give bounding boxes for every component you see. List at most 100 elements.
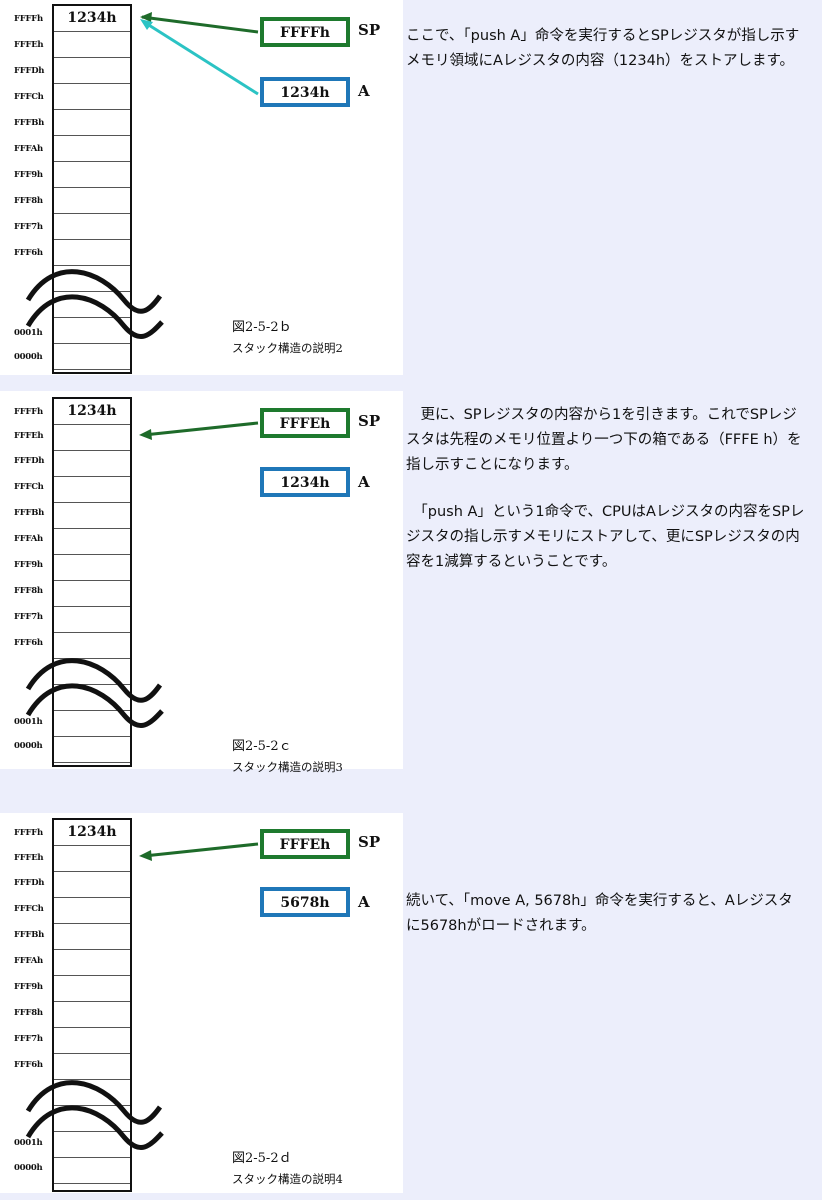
figure-caption: 図2-5-2ｄ スタック構造の説明4 [232, 1149, 343, 1189]
memory-stack: 1234h [52, 4, 132, 374]
address-label: FFF8h [14, 196, 43, 206]
sp-register-box: FFFEh [260, 408, 350, 438]
address-label: FFFFh [14, 407, 43, 417]
address-label: FFFFh [14, 14, 43, 24]
memory-cell [54, 84, 130, 110]
memory-cell [54, 924, 130, 950]
figure-number: 図2-5-2ｃ [232, 739, 292, 754]
memory-cell [54, 607, 130, 633]
memory-cell [54, 344, 130, 370]
address-label: FFFFh [14, 828, 43, 838]
address-label: FFF6h [14, 1060, 43, 1070]
memory-cell [54, 214, 130, 240]
a-register-label: A [358, 893, 370, 911]
address-label: FFF9h [14, 170, 43, 180]
figure-title: スタック構造の説明2 [232, 341, 343, 355]
stack-diagram: FFFFh FFFEh FFFDh FFFCh FFFBh FFFAh FFF9… [0, 813, 403, 1193]
address-label: 0001h [14, 717, 43, 727]
break-wave-lower [25, 683, 164, 728]
address-label: FFF7h [14, 612, 43, 622]
address-label: FFFEh [14, 431, 44, 441]
address-label: FFFDh [14, 878, 45, 888]
address-label: FFF8h [14, 1008, 43, 1018]
memory-cell [54, 846, 130, 872]
address-label: FFFAh [14, 144, 43, 154]
memory-cell [54, 633, 130, 659]
sp-pointer-arrow [141, 15, 259, 34]
memory-cell [54, 1132, 130, 1158]
memory-cell [54, 1106, 130, 1132]
a-store-arrow [143, 20, 259, 96]
a-register-box: 1234h [260, 467, 350, 497]
address-label: FFF9h [14, 982, 43, 992]
memory-cell [54, 898, 130, 924]
paragraph: 更に、SPレジスタの内容から1を引きます。これでSPレジスタは先程のメモリ位置よ… [406, 407, 802, 473]
panel-stack-push-decrement: FFFFh FFFEh FFFDh FFFCh FFFBh FFFAh FFF9… [0, 391, 822, 774]
address-label: FFFAh [14, 956, 43, 966]
figure-number: 図2-5-2ｂ [232, 320, 292, 335]
memory-cell [54, 1002, 130, 1028]
memory-cell [54, 1054, 130, 1080]
figure-number: 図2-5-2ｄ [232, 1151, 292, 1166]
panel-stack-push-store: FFFFh FFFEh FFFDh FFFCh FFFBh FFFAh FFF9… [0, 0, 822, 380]
memory-cell [54, 58, 130, 84]
address-label: FFFDh [14, 456, 45, 466]
memory-cell [54, 1080, 130, 1106]
memory-cell [54, 872, 130, 898]
a-register-box: 1234h [260, 77, 350, 107]
explanation-text: 続いて、「move A, 5678h」命令を実行すると、Aレジスタに5678hが… [406, 889, 806, 939]
break-wave-lower [25, 1105, 164, 1150]
break-wave-lower [25, 294, 164, 339]
memory-cell [54, 425, 130, 451]
break-wave-upper [25, 658, 163, 703]
address-label: FFFBh [14, 930, 44, 940]
memory-cell [54, 110, 130, 136]
sp-pointer-arrow [143, 842, 259, 858]
memory-cell [54, 292, 130, 318]
memory-cell [54, 555, 130, 581]
address-label: FFFEh [14, 40, 44, 50]
paragraph: 「push A」という1命令で、CPUはAレジスタの内容をSPレジスタの指し示す… [406, 504, 805, 570]
stack-break-wave [25, 421, 259, 728]
address-label: FFF7h [14, 1034, 43, 1044]
a-register-box: 5678h [260, 887, 350, 917]
sp-register-box: FFFFh [260, 17, 350, 47]
address-label: 0000h [14, 352, 43, 362]
memory-cell [54, 318, 130, 344]
sp-register-label: SP [358, 21, 381, 39]
memory-cell [54, 32, 130, 58]
address-label: FFFBh [14, 118, 44, 128]
address-label: FFFDh [14, 66, 45, 76]
break-wave-upper [25, 1080, 163, 1125]
address-label: 0000h [14, 741, 43, 751]
stack-break-wave [25, 12, 259, 339]
a-arrow-head [140, 19, 153, 30]
figure-title: スタック構造の説明4 [232, 1172, 343, 1186]
address-label: FFF7h [14, 222, 43, 232]
address-label: FFFBh [14, 508, 44, 518]
memory-cell [54, 1158, 130, 1184]
sp-register-label: SP [358, 833, 381, 851]
stack-diagram: FFFFh FFFEh FFFDh FFFCh FFFBh FFFAh FFF9… [0, 391, 403, 774]
memory-cell [54, 950, 130, 976]
memory-cell [54, 1028, 130, 1054]
address-label: FFF8h [14, 586, 43, 596]
sp-register-label: SP [358, 412, 381, 430]
memory-cell [54, 188, 130, 214]
stack-break-wave [25, 842, 259, 1150]
memory-cell [54, 162, 130, 188]
memory-cell [54, 685, 130, 711]
paragraph: 続いて、「move A, 5678h」命令を実行すると、Aレジスタに5678hが… [406, 893, 793, 934]
address-label: 0001h [14, 1138, 43, 1148]
figure-caption: 図2-5-2ｂ スタック構造の説明2 [232, 318, 343, 358]
a-register-label: A [358, 82, 370, 100]
memory-cell [54, 266, 130, 292]
address-label: FFF6h [14, 638, 43, 648]
address-label: FFFCh [14, 904, 44, 914]
address-label: FFF6h [14, 248, 43, 258]
explanation-text: ここで、「push A」命令を実行するとSPレジスタが指し示すメモリ領域にAレジ… [406, 24, 806, 74]
address-label: 0001h [14, 328, 43, 338]
memory-cell [54, 976, 130, 1002]
a-register-label: A [358, 473, 370, 491]
memory-cell [54, 737, 130, 763]
